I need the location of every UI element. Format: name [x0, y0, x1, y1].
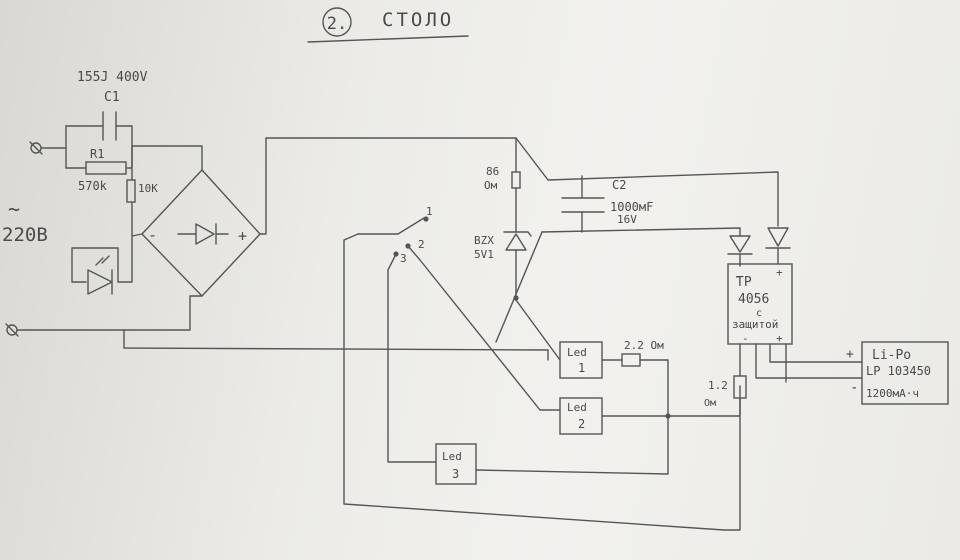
tp4056-module: [727, 263, 793, 345]
bat-plus: +: [846, 347, 854, 362]
zener-diode: [503, 231, 532, 251]
tp-plus-top: +: [776, 266, 783, 279]
wire-to-switch: [495, 231, 543, 343]
wire-switch-return: [343, 233, 741, 531]
bat-line1: Li-Po: [872, 348, 911, 363]
diode-charge-right: [765, 227, 791, 249]
mains-terminal-top: [29, 141, 43, 155]
lipo-battery: [861, 341, 949, 405]
led3-line1: Led: [442, 450, 462, 463]
tp-minus-bottom: -: [742, 332, 749, 345]
switch-pos2: 2: [418, 238, 425, 251]
wire-mains-bottom: [17, 295, 203, 331]
r5-unit: Ом: [704, 398, 716, 409]
led1-line1: Led: [567, 346, 587, 359]
c1-rating: 155J 400V: [77, 70, 148, 85]
c2-name: C2: [612, 178, 626, 192]
wire-led2-r5: [601, 397, 741, 417]
title-number-circle: [322, 7, 352, 37]
tp-line3: с: [756, 308, 762, 319]
led3-line2: 3: [452, 467, 459, 481]
capacitor-c2: [561, 197, 605, 213]
tp-line4: защитой: [732, 318, 778, 331]
c2-voltage: 16V: [617, 213, 637, 226]
bat-line2: LP 103450: [866, 364, 931, 378]
switch-pos1: 1: [426, 205, 433, 218]
led3-block: [435, 443, 477, 485]
tp-line1: TP: [736, 275, 752, 290]
wire-led-return: [475, 359, 669, 475]
bat-line3: 1200мА·ч: [866, 387, 919, 400]
resistor-2-2-ohm: [621, 353, 641, 367]
switch-lever: [397, 217, 425, 235]
zener-voltage: 5V1: [474, 248, 494, 261]
title-number: 2.: [327, 14, 347, 34]
diode-charge-left: [727, 235, 753, 255]
c1-name: C1: [104, 90, 120, 105]
r4-value: 2.2 Ом: [624, 339, 664, 352]
led2-line1: Led: [567, 401, 587, 414]
wire-dc-negative: [123, 329, 549, 361]
indicator-led: [87, 255, 113, 295]
title-text: СТОЛО: [382, 9, 454, 31]
resistor-r2: [126, 179, 136, 203]
mains-voltage: 220В: [2, 224, 48, 246]
mains-symbol: ~: [8, 197, 20, 221]
mains-terminal-bottom: [5, 323, 19, 337]
bat-minus: -: [850, 380, 858, 396]
resistor-r1: [85, 161, 127, 175]
wire-zener-led1: [515, 299, 561, 361]
tp-minus-top: -: [734, 270, 741, 283]
wire-battery-plus: [769, 343, 863, 363]
tp-line2: 4056: [738, 292, 769, 307]
r2-value: 10K: [138, 182, 158, 195]
c2-value: 1000мF: [610, 200, 653, 214]
bridge-plus: +: [238, 227, 247, 245]
bridge-minus: -: [148, 226, 157, 244]
switch-contact-1: [423, 216, 429, 222]
wire-rc-right: [128, 125, 203, 171]
capacitor-c1: [102, 111, 117, 141]
r5-value: 1.2: [708, 379, 728, 392]
bridge-diode-symbol: [177, 223, 229, 245]
r3-value: 86: [486, 165, 499, 178]
resistor-86: [511, 171, 521, 189]
led2-line2: 2: [578, 417, 585, 431]
zener-part: BZX: [474, 234, 494, 247]
r3-unit: Ом: [484, 179, 498, 192]
led1-line2: 1: [578, 361, 585, 375]
tp-plus-bottom: +: [776, 332, 783, 345]
junction-led-return: [665, 413, 671, 419]
wire-switch-led3: [387, 253, 437, 463]
r1-name: R1: [90, 147, 104, 161]
wire-battery-minus: [755, 343, 863, 379]
r1-value: 570k: [78, 179, 108, 193]
wire-bridge-minus: [131, 233, 143, 237]
wire-zener-cap: [541, 227, 741, 237]
wire-dc-positive: [259, 137, 779, 235]
switch-pos3: 3: [400, 252, 407, 265]
wire-indicator-led: [71, 231, 133, 283]
title-underline: [307, 35, 469, 43]
wire-switch-led2: [407, 245, 561, 411]
